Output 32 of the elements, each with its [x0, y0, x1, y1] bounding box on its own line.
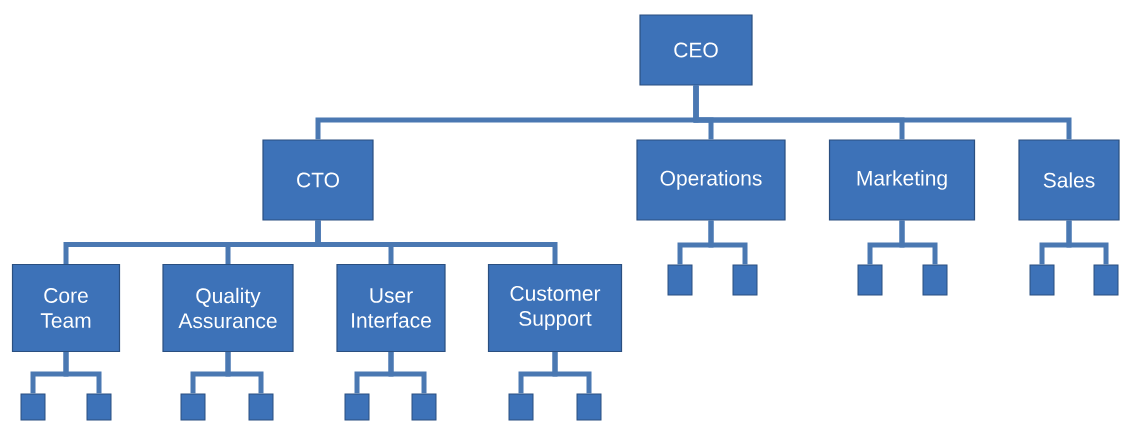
org-box: Sales — [1018, 139, 1120, 221]
small-box — [667, 264, 693, 296]
small-box — [508, 393, 534, 421]
connector-line — [315, 220, 558, 264]
small-box — [1029, 264, 1055, 296]
connector-line — [1066, 220, 1109, 265]
small-box — [576, 393, 602, 421]
connector-line — [225, 352, 264, 394]
connector-line — [708, 220, 748, 265]
small-box — [344, 393, 370, 421]
org-box: CEO — [639, 14, 753, 86]
org-box: Core Team — [11, 263, 121, 353]
small-box — [411, 393, 437, 421]
connector-line — [388, 352, 427, 394]
small-box — [86, 393, 112, 421]
connector-line — [899, 220, 938, 265]
connector-line — [552, 352, 592, 394]
org-box: Quality Assurance — [162, 263, 294, 353]
connector-line — [63, 352, 102, 394]
org-box: CTO — [262, 139, 374, 221]
connector-line — [693, 85, 1072, 140]
org-box: Marketing — [828, 139, 976, 221]
small-box — [180, 393, 206, 421]
small-box — [732, 264, 758, 296]
org-box: User Interface — [336, 263, 446, 353]
small-box — [248, 393, 274, 421]
org-box: Customer Support — [487, 263, 623, 353]
small-box — [1093, 264, 1119, 296]
org-box: Operations — [636, 139, 786, 221]
small-box — [857, 264, 883, 296]
small-box — [922, 264, 948, 296]
small-box — [20, 393, 46, 421]
